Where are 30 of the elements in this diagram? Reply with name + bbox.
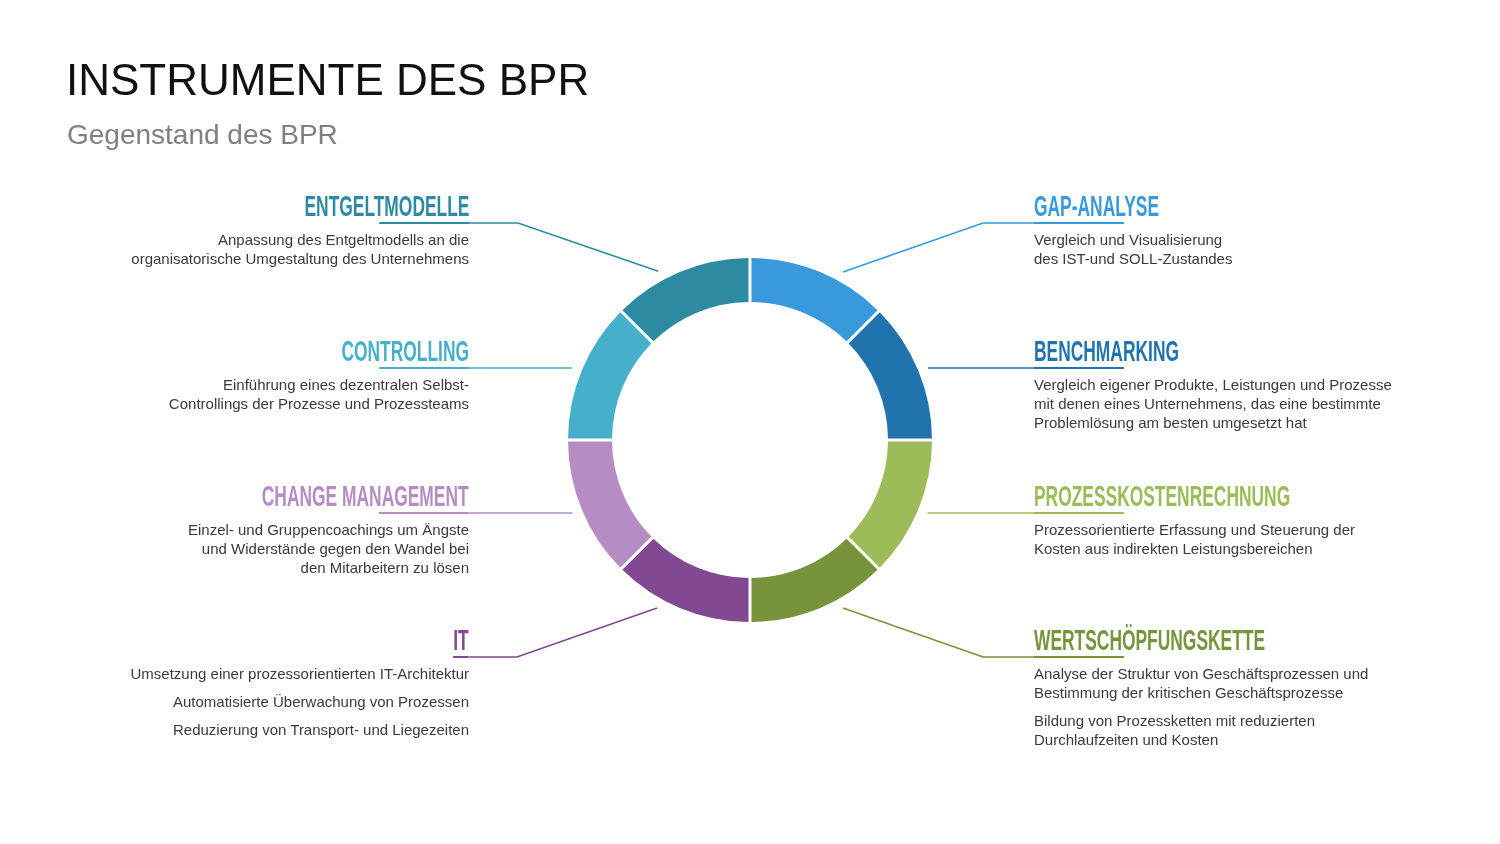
slide-title: INSTRUMENTE DES BPR	[66, 54, 590, 106]
section-heading: WERTSCHÖPFUNGSKETTE	[1034, 625, 1266, 658]
description-text: Einzel- und Gruppencoachings um Ängste und Widerstände gegen den Wandel bei den Mitarbeitern zu lösen	[187, 520, 469, 577]
description-text: Umsetzung einer prozessorientierten IT-Architektur	[129, 664, 469, 683]
slide-subtitle: Gegenstand des BPR	[67, 118, 338, 152]
description-text: Reduzierung von Transport- und Liegezeiten	[171, 720, 469, 739]
description-text: Automatisierte Überwachung von Prozessen	[172, 692, 469, 711]
ring-segment	[751, 538, 878, 622]
leader-line	[468, 607, 658, 658]
ring-segment	[848, 441, 932, 568]
leader-line	[468, 367, 573, 369]
leader-line	[842, 607, 1035, 658]
leader-line	[842, 222, 1035, 273]
description-text: Prozessorientierte Erfassung und Steuerung der Kosten aus indirekten Leistungsbereichen	[1034, 520, 1357, 558]
description-text: Anpassung des Entgeltmodells an die organisatorische Umgestaltung des Unternehmens	[130, 230, 469, 268]
leader-line	[927, 367, 1035, 369]
ring-segment	[568, 312, 652, 439]
leader-line	[468, 222, 660, 273]
description-text: Einführung eines dezentralen Selbst-Controllings der Prozesse und Prozessteams	[167, 375, 469, 413]
ring-segment	[751, 258, 878, 342]
description-text: Analyse der Struktur von Geschäftsprozessen und Bestimmung der kritischen Geschäftsprozesse	[1034, 664, 1370, 702]
ring-segment	[568, 441, 652, 568]
description-text: Vergleich eigener Produkte, Leistungen und Prozesse mit denen eines Unternehmens, das eine bestimmte Problemlösung am besten umgesetzt hat	[1034, 375, 1393, 432]
ring-segment	[622, 538, 749, 622]
leader-line	[926, 512, 1035, 514]
description-text: Vergleich und Visualisierung des IST-und SOLL-Zustandes	[1034, 230, 1234, 268]
leader-line	[468, 512, 574, 514]
ring-segment	[622, 258, 749, 342]
description-text: Bildung von Prozessketten mit reduzierten Durchlaufzeiten und Kosten	[1034, 711, 1316, 749]
ring-segment	[848, 312, 932, 439]
